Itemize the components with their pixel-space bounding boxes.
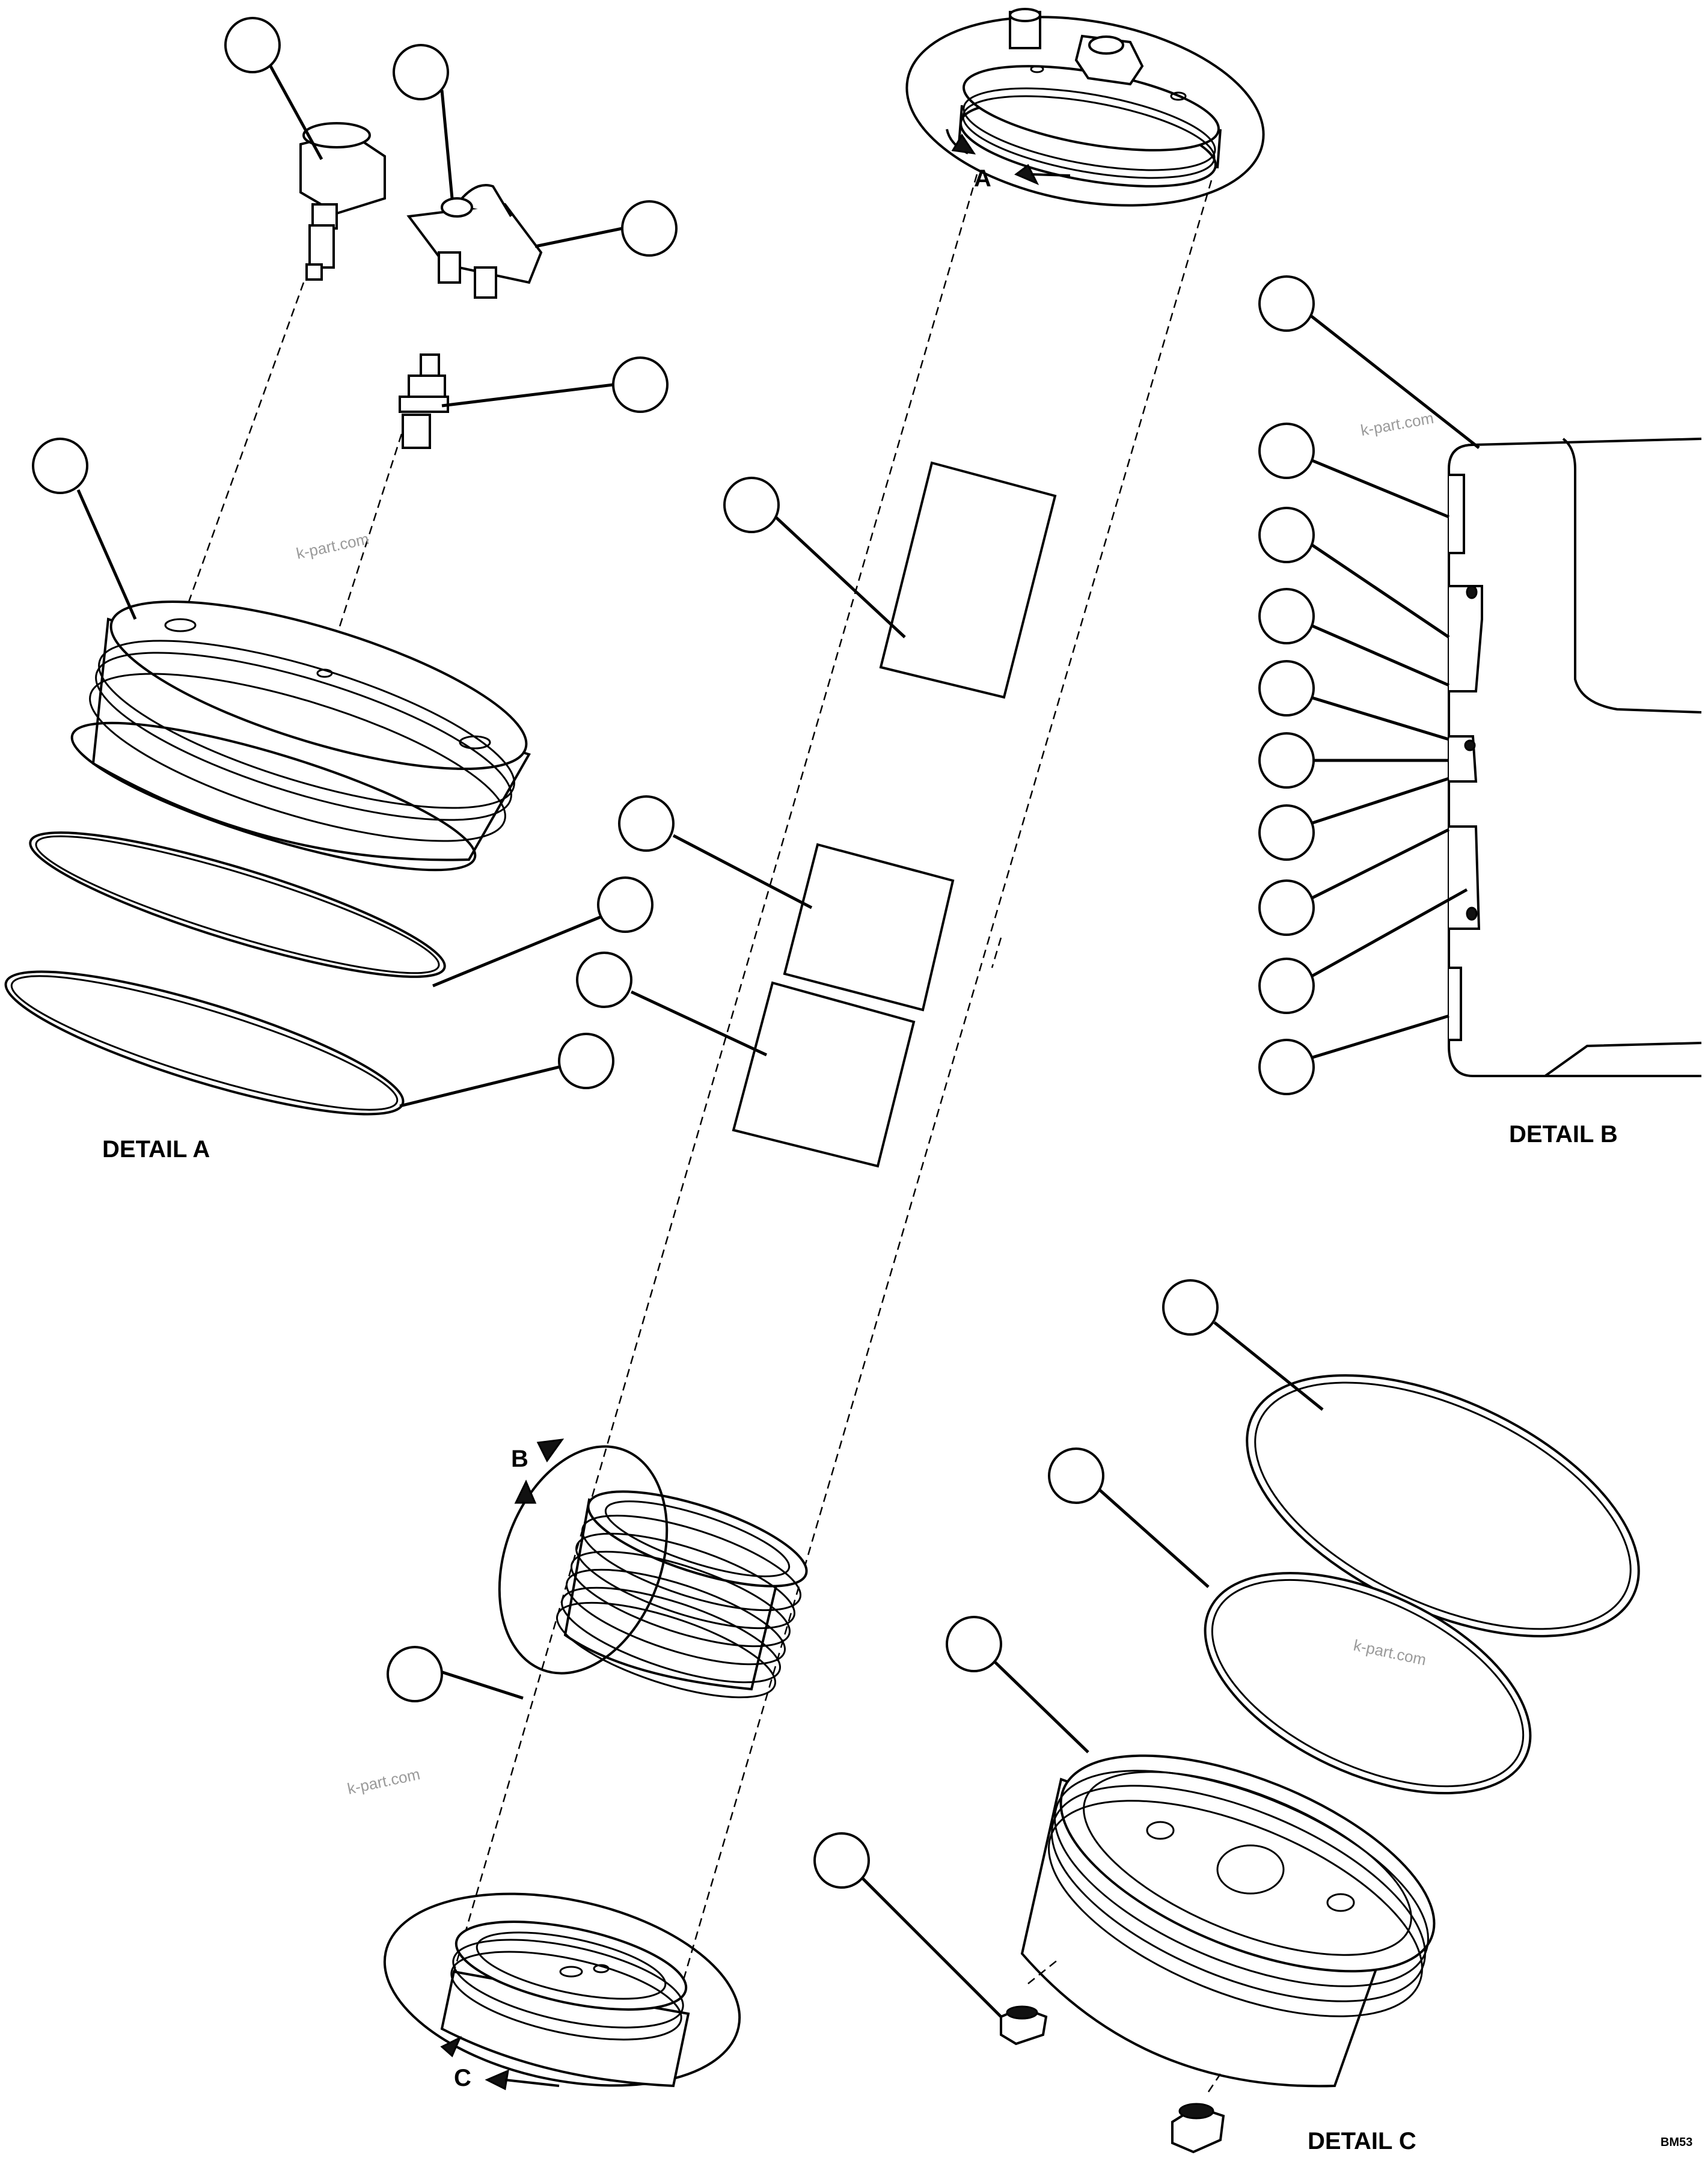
decal-middle [783, 843, 955, 1012]
callout-c-head [946, 1616, 1002, 1672]
detail-a-backup-ring [4, 970, 405, 1116]
view-label-b: B [511, 1446, 528, 1472]
leader-c-backup-ring [1213, 1321, 1324, 1411]
callout-b-10 [1258, 1039, 1315, 1095]
cylinder-top-head [905, 8, 1265, 207]
detail-c-plug-right [1171, 2073, 1225, 2154]
detail-a-arrowhead [951, 133, 976, 154]
leader-a-oring [432, 915, 602, 988]
detail-c-oring [1204, 1571, 1532, 1795]
leader-a-bracket-2 [534, 227, 623, 248]
leader-b-3 [1309, 542, 1450, 639]
watermark: k-part.com [346, 1765, 421, 1798]
callout-b-1 [1258, 275, 1315, 332]
decal-upper [879, 461, 1057, 699]
detail-c-title: DETAIL C [1308, 2128, 1416, 2154]
piston [556, 1490, 808, 1699]
callout-decal-upper [723, 477, 780, 533]
detail-a-head-body [70, 600, 531, 872]
callout-a-grease-fitting [612, 356, 669, 413]
detail-a-title: DETAIL A [102, 1136, 210, 1163]
leader-b-2 [1310, 458, 1449, 519]
leader-a-grease-fitting [441, 383, 614, 408]
detail-c-plug-left [1000, 1959, 1059, 2046]
detail-b-arrowhead [536, 1438, 565, 1463]
leader-b-9 [1309, 888, 1468, 979]
callout-c-plug [813, 1832, 870, 1889]
detail-c-arrowhead [440, 2035, 462, 2058]
callout-a-bracket [393, 44, 449, 100]
view-label-c: C [454, 2065, 471, 2091]
leader-c-head [994, 1661, 1089, 1753]
leader-decal-lower [630, 990, 768, 1057]
cylinder-bottom-head [383, 1892, 741, 2088]
leader-b-10 [1310, 1014, 1449, 1060]
callout-barrel [387, 1646, 443, 1702]
callout-b-8 [1258, 879, 1315, 936]
view-label-a: A [974, 165, 991, 192]
detail-b-circle [498, 1445, 669, 1675]
leader-barrel [438, 1669, 524, 1700]
callout-c-backup-ring [1162, 1279, 1219, 1336]
leader-b-5 [1310, 695, 1449, 741]
leader-a-backup-ring [399, 1065, 560, 1108]
callout-b-6 [1258, 732, 1315, 789]
callout-c-oring [1048, 1447, 1104, 1504]
detail-b-section [1448, 438, 1702, 1077]
detail-a-oring [29, 831, 446, 978]
leader-decal-upper [774, 516, 906, 638]
watermark: k-part.com [1359, 409, 1435, 439]
detail-a-bracket-fitting [406, 184, 543, 299]
detail-b-title: DETAIL B [1509, 1121, 1618, 1148]
leader-a-bracket [440, 90, 454, 199]
cylinder-barrel [453, 174, 1213, 1984]
callout-a-oring [597, 876, 654, 933]
drawing-code: BM53 [1661, 2136, 1692, 2149]
detail-a-grease-fitting [323, 353, 449, 674]
callout-decal-lower [576, 952, 632, 1008]
callout-a-head [32, 438, 88, 494]
leader-b-1 [1309, 314, 1480, 449]
leader-c-plug [862, 1877, 1002, 2018]
leader-a-head [76, 489, 137, 620]
watermark: k-part.com [295, 530, 370, 563]
detail-c-arrowhead-2 [485, 2069, 509, 2091]
callout-b-9 [1258, 958, 1315, 1014]
callout-b-7 [1258, 804, 1315, 861]
callout-a-backup-ring [558, 1033, 614, 1089]
leader-b-8 [1309, 828, 1450, 900]
leader-a-fitting [269, 65, 323, 160]
callout-a-bracket-2 [621, 200, 678, 257]
decal-lower [732, 981, 916, 1168]
leader-decal-middle [672, 834, 813, 909]
leader-c-oring [1096, 1487, 1210, 1588]
callout-a-fitting [224, 17, 281, 73]
leader-b-4 [1310, 623, 1449, 687]
callout-b-3 [1258, 507, 1315, 563]
callout-b-4 [1258, 588, 1315, 644]
callout-b-2 [1258, 423, 1315, 479]
callout-decal-middle [618, 795, 675, 852]
detail-c-head [1020, 1754, 1436, 2088]
leader-b-7 [1310, 777, 1449, 825]
callout-b-5 [1258, 660, 1315, 717]
detail-b-arrowhead-2 [514, 1479, 537, 1504]
detail-a-fitting [179, 122, 386, 626]
